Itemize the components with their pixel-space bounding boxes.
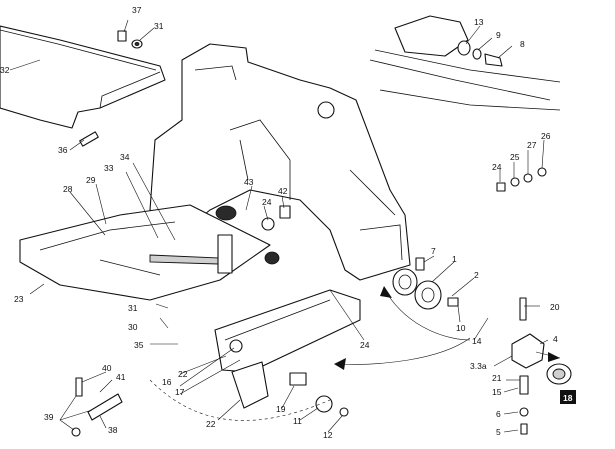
callout-38: 38	[108, 425, 118, 435]
callout-18-badge: 18	[560, 390, 576, 404]
callout-24a: 24	[262, 197, 272, 207]
callout-11: 11	[293, 416, 302, 426]
callout-15: 15	[492, 387, 502, 397]
callout-36: 36	[58, 145, 68, 155]
callout-9: 9	[496, 30, 501, 40]
main-frame	[149, 43, 411, 281]
lower-link	[214, 289, 361, 417]
callout-17: 17	[175, 387, 185, 397]
adjust-knobs	[215, 205, 291, 274]
callout-23: 23	[14, 294, 24, 304]
callout-labels: 1 2 3.3a 4 5 6 7 8 9 10 11 12 13 14 15 1…	[0, 5, 576, 440]
motion-arrows	[334, 286, 561, 370]
cover-plate	[0, 25, 166, 129]
callout-30: 30	[128, 322, 138, 332]
roller-assembly	[392, 257, 459, 310]
callout-29: 29	[86, 175, 96, 185]
leader-lines	[9, 19, 549, 433]
callout-5: 5	[496, 427, 501, 437]
callout-28: 28	[63, 184, 73, 194]
callout-31a: 31	[128, 303, 138, 313]
callout-13: 13	[474, 17, 484, 27]
callout-32: 32	[0, 65, 10, 75]
callout-26: 26	[541, 131, 551, 141]
right-fitting	[511, 297, 572, 435]
callout-24b: 24	[492, 162, 502, 172]
callout-12: 12	[323, 430, 333, 440]
callout-35: 35	[134, 340, 144, 350]
callout-2: 2	[474, 270, 479, 280]
callout-18: 18	[563, 393, 573, 403]
callout-41: 41	[116, 372, 126, 382]
callout-34: 34	[120, 152, 130, 162]
callout-21: 21	[492, 373, 502, 383]
callout-16: 16	[162, 377, 172, 387]
callout-10: 10	[456, 323, 466, 333]
callout-43: 43	[244, 177, 254, 187]
callout-6: 6	[496, 409, 501, 419]
bolt-cluster-right	[496, 167, 547, 192]
callout-3-3a: 3.3a	[470, 361, 487, 371]
callout-7: 7	[431, 246, 436, 256]
pin-part	[79, 131, 99, 147]
callout-37: 37	[132, 5, 142, 15]
callout-24c: 24	[360, 340, 370, 350]
callout-33: 33	[104, 163, 114, 173]
callout-20: 20	[550, 302, 560, 312]
callout-40: 40	[102, 363, 112, 373]
callout-4: 4	[553, 334, 558, 344]
callout-22a: 22	[178, 369, 188, 379]
callout-1: 1	[452, 254, 457, 264]
callout-27: 27	[527, 140, 537, 150]
callout-8: 8	[520, 39, 525, 49]
screw-37-washer-31	[117, 30, 143, 49]
callout-19: 19	[276, 404, 286, 414]
callout-39: 39	[44, 412, 54, 422]
callout-31b: 31	[154, 21, 164, 31]
top-right-bracket	[369, 15, 561, 111]
callout-22b: 22	[206, 419, 216, 429]
callout-42: 42	[278, 186, 288, 196]
callout-25: 25	[510, 152, 520, 162]
callout-14: 14	[472, 336, 482, 346]
lower-arm	[19, 204, 271, 301]
